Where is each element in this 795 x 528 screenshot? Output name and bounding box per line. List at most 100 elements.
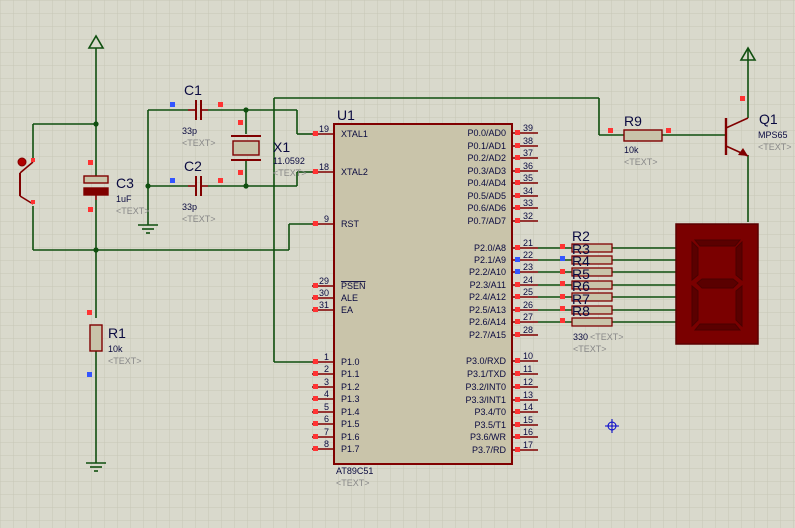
pin-name: P2.2/A10 [469, 267, 506, 277]
pin-number: 18 [319, 162, 329, 172]
button-actuator-icon[interactable] [17, 157, 27, 167]
pin-number: 8 [324, 439, 329, 449]
crystal-x1[interactable]: X1 11.0592 <TEXT> [231, 120, 307, 178]
capacitor-c2[interactable]: C2 33p <TEXT> [170, 158, 223, 224]
resistor-r9[interactable]: R9 10k <TEXT> [608, 113, 671, 167]
c1-text-hint: <TEXT> [182, 138, 216, 148]
pin-name: P2.1/A9 [474, 255, 506, 265]
ground-icon[interactable] [138, 224, 158, 234]
capacitor-c1[interactable]: C1 33p <TEXT> [170, 82, 223, 148]
transistor-q1[interactable]: Q1 MPS65 <TEXT> [724, 96, 792, 157]
pin-number: 22 [523, 250, 533, 260]
c2-ref: C2 [184, 158, 202, 174]
reset-pushbutton[interactable] [17, 156, 35, 205]
pin-number: 9 [324, 214, 329, 224]
r1-ref: R1 [108, 325, 126, 341]
pin-name: XTAL1 [341, 129, 368, 139]
r1-text-hint: <TEXT> [108, 356, 142, 366]
vcc-arrow-icon[interactable] [739, 46, 757, 61]
chip-body[interactable] [333, 123, 513, 465]
pin-name: PSEN [341, 281, 366, 291]
pin-name: P3.7/RD [472, 445, 507, 455]
seven-segment-display[interactable] [675, 223, 759, 345]
pin-name: P0.4/AD4 [467, 178, 506, 188]
pin-number: 2 [324, 364, 329, 374]
pin-name: P3.2/INT0 [465, 382, 506, 392]
rnet-ref: R7 [572, 291, 590, 307]
pin-number: 5 [324, 402, 329, 412]
pin-name: P1.0 [341, 357, 360, 367]
pin-number: 17 [523, 440, 533, 450]
pin-name: P0.2/AD2 [467, 153, 506, 163]
pin-number: 21 [523, 238, 533, 248]
pin-name: P0.1/AD1 [467, 141, 506, 151]
capacitor-c3[interactable]: C3 1uF <TEXT> [83, 160, 150, 216]
q1-value: MPS65 [758, 130, 788, 140]
rnet-value: 330 [573, 332, 588, 342]
pin-number: 28 [523, 325, 533, 335]
r9-text-hint: <TEXT> [624, 157, 658, 167]
wires [32, 48, 749, 463]
pin-name: P0.5/AD5 [467, 191, 506, 201]
pin-name: P2.6/A14 [469, 317, 506, 327]
pin-number: 3 [324, 377, 329, 387]
pin-number: 19 [319, 124, 329, 134]
pin-number: 10 [523, 351, 533, 361]
pin-name: P1.7 [341, 444, 360, 454]
vcc-arrow-icon[interactable] [87, 34, 105, 49]
resistor-r1[interactable]: R1 10k <TEXT> [87, 310, 142, 377]
chip-right-pins: 39P0.0/AD038P0.1/AD137P0.2/AD236P0.3/AD3… [465, 123, 538, 455]
ground-icon[interactable] [86, 462, 106, 472]
resistor-network[interactable]: R2 R3 R4 R5 R6 R7 R8 330 <TEXT> <TEXT> [560, 228, 624, 354]
pin-name: P1.4 [341, 407, 360, 417]
r9-ref: R9 [624, 113, 642, 129]
pin-number: 1 [324, 352, 329, 362]
chip-part: AT89C51 [336, 466, 373, 476]
r1-value: 10k [108, 344, 123, 354]
pin-number: 35 [523, 173, 533, 183]
pin-name: P3.1/TXD [467, 369, 507, 379]
pin-name: P0.3/AD3 [467, 166, 506, 176]
